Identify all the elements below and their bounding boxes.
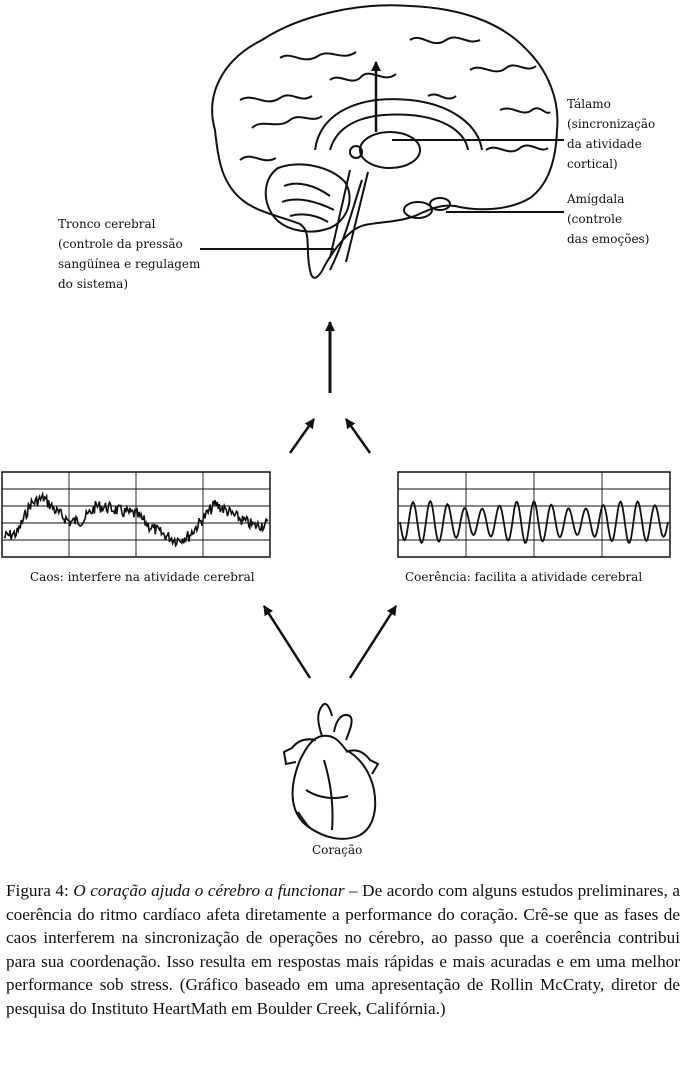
tronco-desc-1: (controle da pressão [58, 237, 183, 251]
caption-title: O coração ajuda o cérebro a funcionar [73, 881, 345, 900]
arrow-caos-to-brain [288, 418, 316, 454]
tronco-desc-2: sangüínea e regulagem [58, 257, 201, 271]
talamo-title: Tálamo [567, 97, 611, 111]
tronco-label: Tronco cerebral (controle da pressão san… [58, 214, 200, 294]
coerencia-waveform [399, 499, 669, 545]
talamo-desc-1: (sincronização [567, 117, 656, 131]
coerencia-chart-grid [398, 472, 670, 557]
caos-label: Caos: interfere na atividade cerebral [30, 570, 255, 584]
amigdala-desc-1: (controle [567, 212, 623, 226]
amigdala-desc-2: das emoções) [567, 232, 650, 246]
arrow-heart-to-caos [262, 605, 312, 679]
talamo-label: Tálamo (sincronização da atividade corti… [567, 94, 655, 174]
coerencia-label: Coerência: facilita a atividade cerebral [405, 570, 643, 584]
brainstem-path [329, 179, 363, 271]
caos-chart-grid [2, 472, 270, 557]
heart-illustration [282, 702, 380, 840]
brain-illustration [211, 4, 559, 279]
talamo-desc-3: cortical) [567, 157, 618, 171]
amigdala-label: Amígdala (controle das emoções) [567, 189, 649, 249]
coerencia-waveform-chart [397, 471, 671, 558]
caos-waveform [3, 491, 269, 548]
coracao-label: Coração [312, 843, 363, 857]
tronco-desc-3: do sistema) [58, 277, 129, 291]
amigdala-title: Amígdala [567, 192, 625, 206]
caption-prefix: Figura 4: [6, 881, 74, 900]
arrow-coerencia-to-brain [344, 418, 372, 454]
arrow-heart-to-coerencia [348, 605, 398, 679]
talamo-desc-2: da atividade [567, 137, 642, 151]
tronco-title: Tronco cerebral [58, 217, 156, 231]
figure-caption: Figura 4: O coração ajuda o cérebro a fu… [6, 879, 680, 1021]
caos-waveform-chart [1, 471, 271, 558]
diagram-drawing [1, 4, 671, 840]
caption-body: – De acordo com alguns estudos prelimina… [6, 881, 680, 1018]
